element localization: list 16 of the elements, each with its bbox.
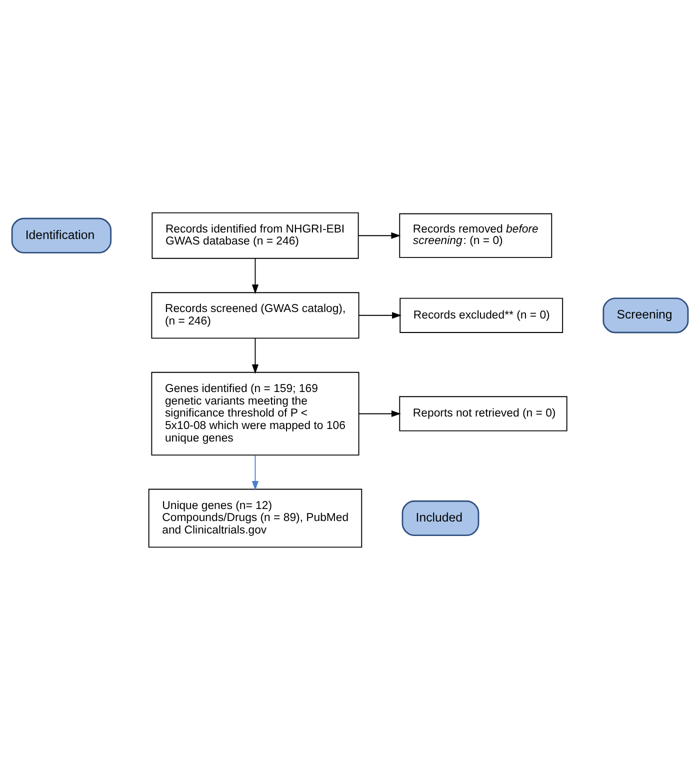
node-box: Records identified from NHGRI-EBI GWAS database (n = 246) (152, 212, 359, 259)
node-box: Records excluded** (n = 0) (400, 298, 564, 333)
arrow (358, 232, 401, 239)
arrow (252, 258, 259, 294)
node-box: Records removed before screening: (n = 0) (399, 213, 552, 258)
arrow (252, 454, 259, 490)
node-box: Included (402, 500, 480, 536)
node-box: Screening (602, 298, 689, 334)
node-box: Unique genes (n= 12) Compounds/Drugs (n = 89), PubMed and Clinicaltrials.gov (148, 488, 362, 548)
node-box: Genes identified (n = 159; 169 genetic variants meeting the significance threshold of P < 5x10-08 which were mapped to 106 unique genes (151, 372, 360, 456)
arrow (252, 338, 259, 374)
node-box: Records screened (GWAS catalog), (n = 246) (151, 292, 360, 339)
node-box: Reports not retrieved (n = 0) (399, 396, 568, 432)
arrow (358, 410, 401, 418)
arrow (358, 312, 402, 319)
node-box: Identification (11, 218, 112, 254)
